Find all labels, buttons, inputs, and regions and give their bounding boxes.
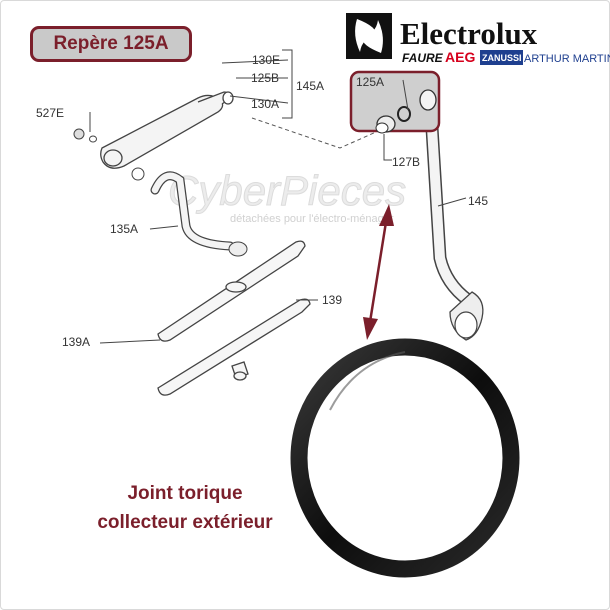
label-127b: 127B — [392, 155, 420, 169]
part-130a-ring — [131, 167, 145, 181]
label-145a: 145A — [296, 79, 324, 93]
lower-spray-arm-139a — [157, 240, 306, 342]
label-139: 139 — [322, 293, 342, 307]
watermark-subtitle: détachées pour l'électro-ménager — [230, 213, 394, 225]
leader-lines — [89, 49, 467, 344]
subbrand-faure: FAURE — [402, 51, 444, 65]
part-527e-nut — [73, 128, 85, 140]
subbrand-aeg: AEG — [445, 49, 475, 65]
part-labels: 527E 130E 125B 130A 145A 125A 127B 145 1… — [36, 53, 488, 349]
label-125b: 125B — [251, 71, 279, 85]
label-135a: 135A — [110, 222, 138, 236]
upper-spray-arm — [100, 91, 234, 169]
part-135a-nozzle — [228, 241, 248, 257]
label-139a: 139A — [62, 335, 90, 349]
pointer-arrow — [363, 204, 394, 340]
oring-photo — [290, 338, 520, 578]
reference-badge: Repère 125A — [30, 26, 192, 62]
label-527e: 527E — [36, 106, 64, 120]
label-130e: 130E — [252, 53, 280, 67]
label-130a: 130A — [251, 97, 279, 111]
watermark: CyberPieces détachées pour l'électro-mén… — [168, 167, 407, 226]
brand-name: Electrolux — [400, 16, 538, 51]
part-125a-oring-small — [397, 106, 411, 122]
description-line-2: collecteur extérieur — [97, 512, 273, 533]
product-description: Joint torique collecteur extérieur — [60, 479, 310, 537]
dashed-connector — [251, 117, 377, 149]
highlight-box-125a — [349, 70, 441, 133]
lower-spray-arm-139 — [157, 298, 311, 396]
part-527e-washer — [89, 135, 97, 143]
label-125a: 125A — [356, 75, 384, 89]
label-145: 145 — [468, 194, 488, 208]
electrolux-logo: Electrolux FAURE AEG ZANUSSI ARTHUR MART… — [346, 13, 610, 65]
watermark-title: CyberPieces — [168, 167, 406, 214]
subbrand-zanussi: ZANUSSI — [482, 53, 522, 63]
subbrand-arthur-martin: ARTHUR MARTIN — [524, 53, 610, 65]
description-line-1: Joint torique — [127, 483, 243, 504]
